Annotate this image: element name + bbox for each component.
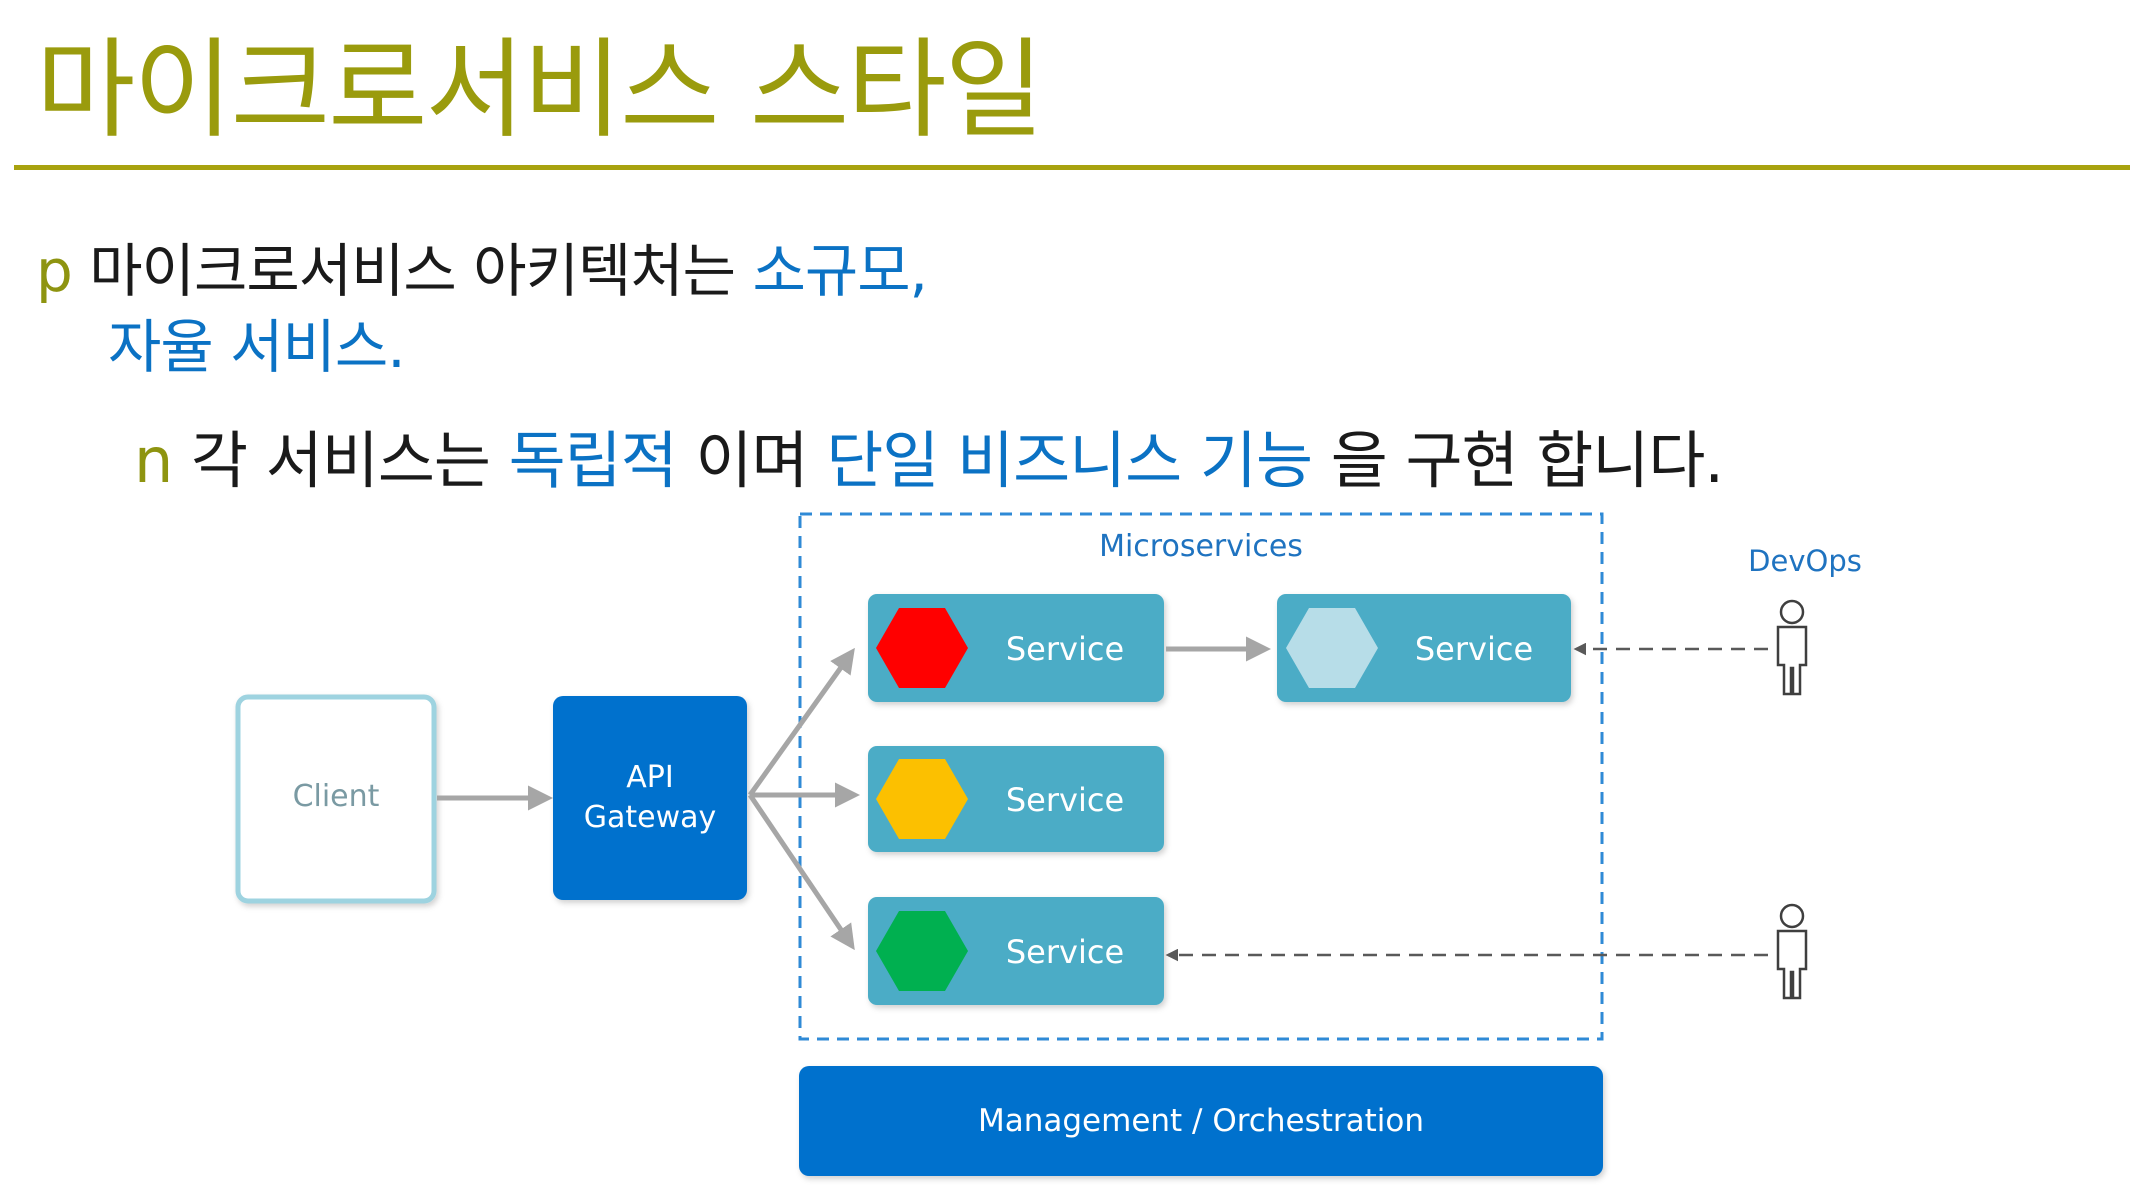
- bullet-1-highlight: 소규모,: [752, 237, 928, 305]
- client-box: [235, 694, 437, 904]
- api-gateway-label-1: API: [626, 760, 673, 795]
- gateway-to-service-4-arrow: [747, 793, 855, 951]
- bullet-1-text: 마이크로서비스 아키텍처는: [89, 237, 753, 305]
- bullet-2-text-3: 을 구현 합니다.: [1312, 424, 1724, 497]
- microservices-label: Microservices: [1099, 529, 1303, 564]
- bullet-2-text-2: 이며: [676, 424, 827, 497]
- client-label: Client: [293, 779, 380, 814]
- management-label: Management / Orchestration: [978, 1103, 1424, 1139]
- page-title: 마이크로서비스 스타일: [36, 28, 1044, 153]
- service-2-hexagon: [1286, 608, 1378, 688]
- service-2-label: Service: [1415, 630, 1533, 668]
- devops-person-icon-2: [1776, 903, 1808, 1000]
- bullet-marker: p: [36, 237, 73, 305]
- api-gateway-box: [553, 696, 747, 900]
- service-4-hexagon: [876, 911, 968, 991]
- bullet-2-text-1: 각 서비스는: [191, 424, 509, 497]
- service-3-hexagon: [876, 759, 968, 839]
- api-gateway-label-2: Gateway: [584, 800, 717, 835]
- bullet-1: p 마이크로서비스 아키텍처는 소규모,: [36, 224, 928, 308]
- service-1-hexagon: [876, 608, 968, 688]
- devops-person-icon-1: [1776, 599, 1808, 696]
- service-1-label: Service: [1006, 630, 1124, 668]
- service-3-label: Service: [1006, 781, 1124, 819]
- bullet-1-line2: 자율 서비스.: [108, 313, 406, 381]
- gateway-to-service-1-arrow: [747, 647, 855, 797]
- bullet-2-highlight-2: 단일 비즈니스 기능: [826, 424, 1313, 497]
- microservices-boundary: [798, 512, 1604, 1041]
- devops-label: DevOps: [1748, 544, 1862, 578]
- sub-bullet-marker: n: [134, 424, 173, 497]
- bullet-2: n 각 서비스는 독립적 이며 단일 비즈니스 기능 을 구현 합니다.: [134, 410, 1724, 500]
- title-divider: [14, 165, 2130, 170]
- bullet-2-highlight-1: 독립적: [508, 424, 678, 497]
- service-4-label: Service: [1006, 933, 1124, 971]
- management-bar: [799, 1066, 1603, 1176]
